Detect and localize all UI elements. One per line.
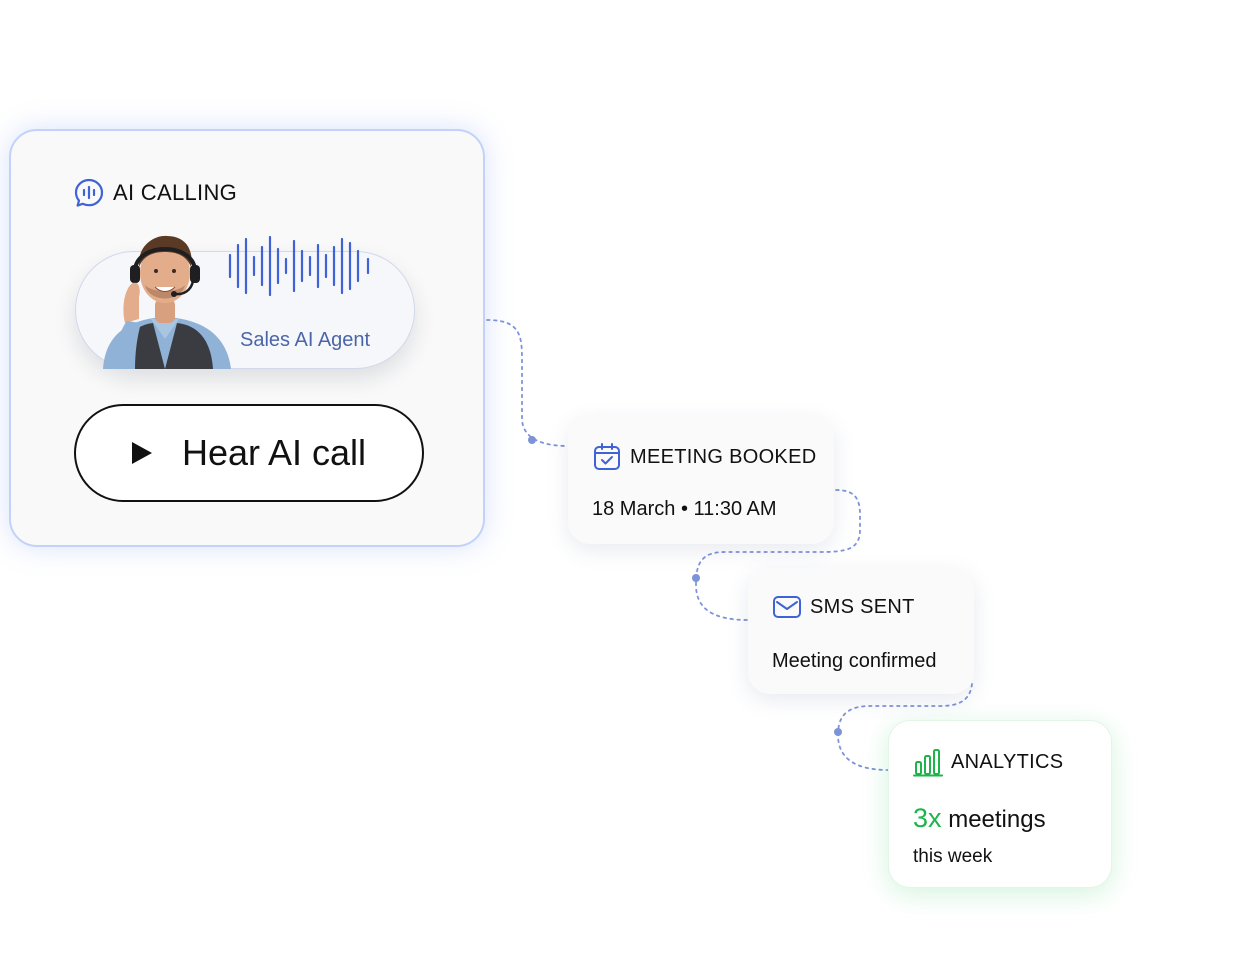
analytics-card: ANALYTICS 3x meetings this week bbox=[888, 720, 1112, 888]
agent-avatar bbox=[103, 235, 231, 369]
audio-waveform bbox=[228, 235, 370, 297]
hear-ai-call-button[interactable]: Hear AI call bbox=[74, 404, 424, 502]
bar-chart-icon bbox=[913, 749, 943, 777]
ai-calling-title: AI CALLING bbox=[113, 180, 238, 205]
analytics-header: ANALYTICS bbox=[913, 747, 1063, 777]
sms-sent-title: SMS SENT bbox=[810, 595, 915, 618]
analytics-period: this week bbox=[913, 846, 993, 867]
analytics-value: 3x meetings bbox=[913, 803, 1046, 834]
calendar-check-icon bbox=[594, 443, 620, 470]
meeting-separator: • bbox=[680, 498, 688, 520]
connector-dot-sms bbox=[692, 574, 700, 582]
connector-dot-meeting bbox=[528, 436, 536, 444]
hear-ai-call-label: Hear AI call bbox=[181, 432, 367, 473]
meeting-booked-title: MEETING BOOKED bbox=[630, 445, 817, 468]
meeting-datetime: 18 March • 11:30 AM bbox=[592, 498, 777, 521]
ai-calling-card: AI CALLING bbox=[9, 129, 485, 547]
meeting-booked-header: MEETING BOOKED bbox=[592, 442, 816, 472]
sms-sent-text: Meeting confirmed bbox=[772, 650, 937, 672]
analytics-metric: meetings bbox=[948, 806, 1046, 833]
sms-sent-card: SMS SENT Meeting confirmed bbox=[748, 568, 974, 694]
connector-calling-to-meeting bbox=[486, 319, 569, 447]
analytics-multiplier: 3x bbox=[913, 803, 942, 833]
agent-label: Sales AI Agent bbox=[240, 329, 371, 351]
connector-dot-analytics bbox=[834, 728, 842, 736]
meeting-date: 18 March bbox=[592, 498, 676, 520]
envelope-icon bbox=[773, 596, 801, 618]
sms-sent-header: SMS SENT bbox=[772, 594, 915, 620]
play-icon bbox=[131, 442, 152, 464]
chat-audio-icon bbox=[74, 178, 104, 207]
meeting-time: 11:30 AM bbox=[693, 498, 777, 520]
analytics-title: ANALYTICS bbox=[951, 750, 1064, 773]
meeting-booked-card: MEETING BOOKED 18 March • 11:30 AM bbox=[568, 416, 834, 544]
ai-calling-header: AI CALLING bbox=[73, 177, 237, 209]
